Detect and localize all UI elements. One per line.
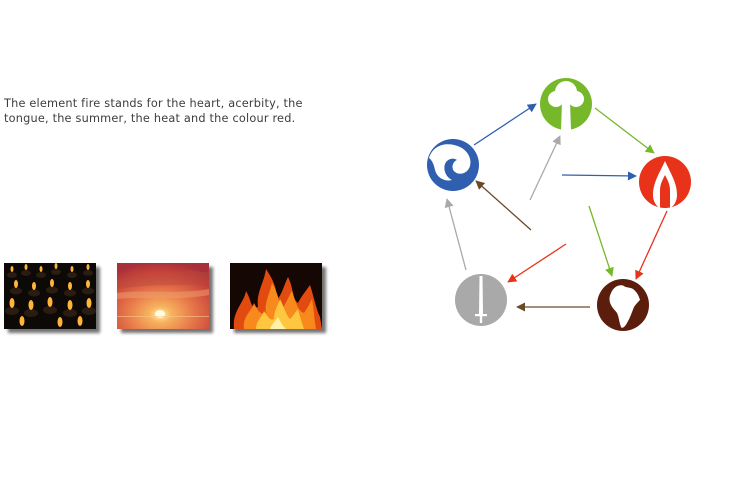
element-description: The element fire stands for the heart, a…: [4, 97, 303, 125]
sunset-photo[interactable]: [117, 263, 209, 329]
fire-node[interactable]: [639, 156, 691, 208]
africa-icon: [609, 285, 640, 328]
earth-node[interactable]: [597, 279, 649, 331]
arrow-fire-to-earth: [635, 210, 668, 280]
arrow-wood-to-fire: [594, 107, 655, 154]
sword-icon: [475, 276, 487, 323]
flame-icon: [653, 161, 677, 208]
arrow-metal-to-wood: [529, 135, 561, 201]
fire-photo[interactable]: [230, 263, 322, 329]
arrow-metal-to-water: [444, 198, 467, 271]
arrow-fire-to-metal: [507, 243, 567, 283]
wood-node[interactable]: [540, 78, 592, 130]
candles-photo[interactable]: [4, 263, 96, 329]
tree-icon: [548, 81, 584, 130]
wave-icon: [429, 144, 471, 181]
metal-node[interactable]: [455, 274, 507, 326]
arrow-water-to-wood: [473, 103, 537, 146]
arrow-water-to-fire: [561, 171, 637, 181]
water-node[interactable]: [427, 139, 479, 191]
arrow-earth-to-water: [475, 180, 532, 231]
arrow-wood-to-earth: [588, 205, 614, 277]
